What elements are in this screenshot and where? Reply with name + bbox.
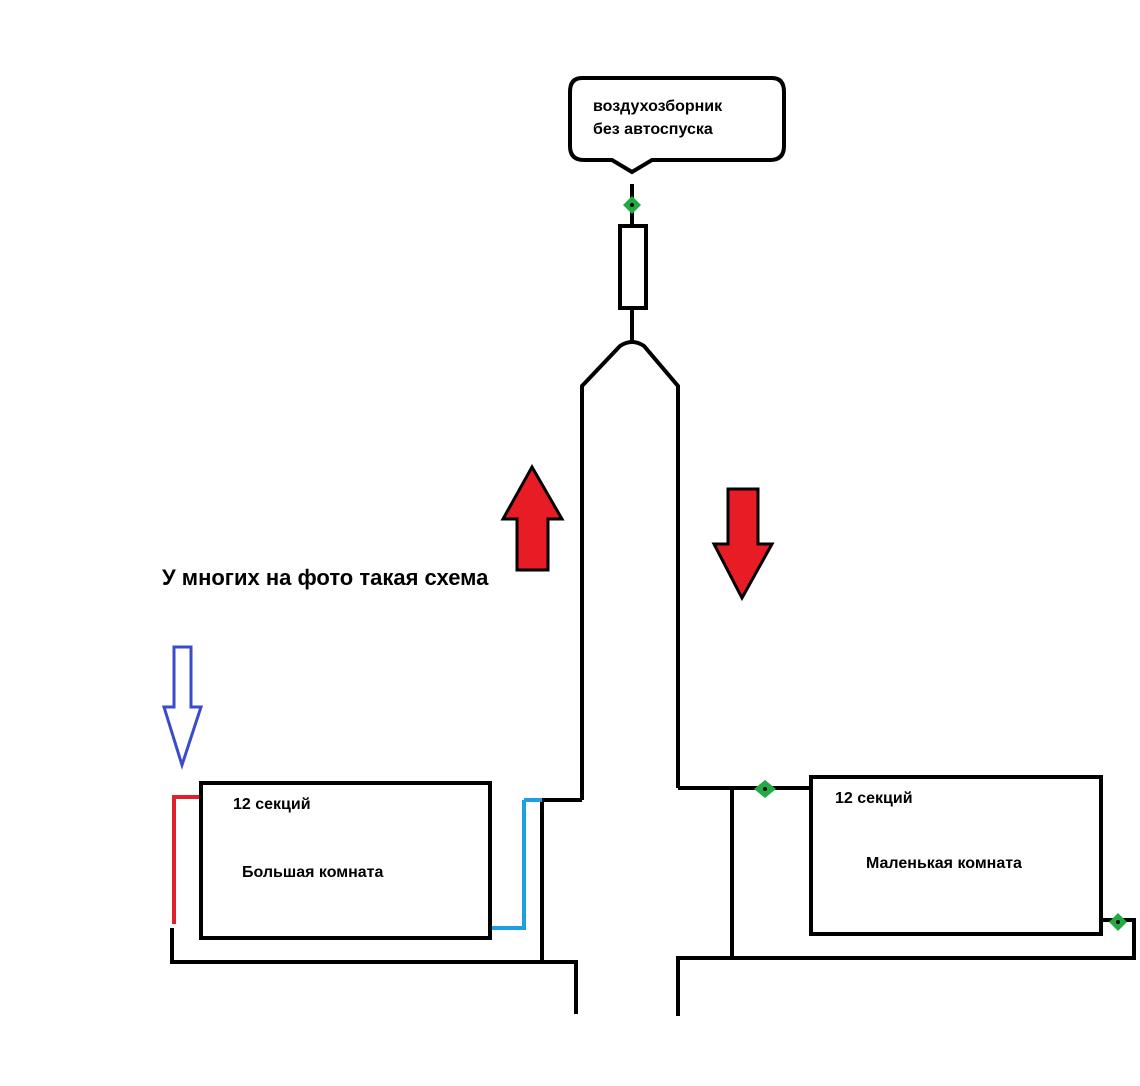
ball-valve-icon — [754, 780, 776, 798]
air-collector-callout: воздухозборник без автоспуска — [568, 76, 786, 175]
ball-valve-icon — [623, 196, 641, 214]
left-radiator-connections — [172, 795, 542, 930]
right-radiator: 12 секций Маленькая комната — [809, 775, 1103, 936]
arrow-down-outline-icon — [161, 645, 204, 770]
ball-valve-icon — [1109, 913, 1127, 931]
right-return-pipe — [676, 956, 1136, 1016]
radiator-sections-label: 12 секций — [233, 796, 311, 813]
radiator-body — [199, 781, 492, 940]
arrow-down-icon — [711, 487, 775, 602]
air-collector-body — [618, 224, 648, 310]
room-label: Большая комната — [242, 864, 383, 881]
left-radiator: 12 секций Большая комната — [199, 781, 492, 940]
callout-bubble — [568, 76, 786, 175]
hot-supply-line — [172, 795, 202, 924]
callout-line-1: воздухозборник — [593, 98, 723, 115]
room-label: Маленькая комната — [866, 855, 1022, 872]
radiator-body — [809, 775, 1103, 936]
diagram-heading: У многих на фото такая схема — [162, 565, 489, 590]
radiator-sections-label: 12 секций — [835, 790, 913, 807]
cold-return-line — [492, 800, 526, 930]
air-collector — [618, 184, 648, 342]
riser-loop — [580, 340, 680, 800]
callout-line-2: без автоспуска — [593, 121, 713, 138]
arrow-up-icon — [500, 463, 565, 572]
left-return-pipe — [170, 928, 578, 1014]
